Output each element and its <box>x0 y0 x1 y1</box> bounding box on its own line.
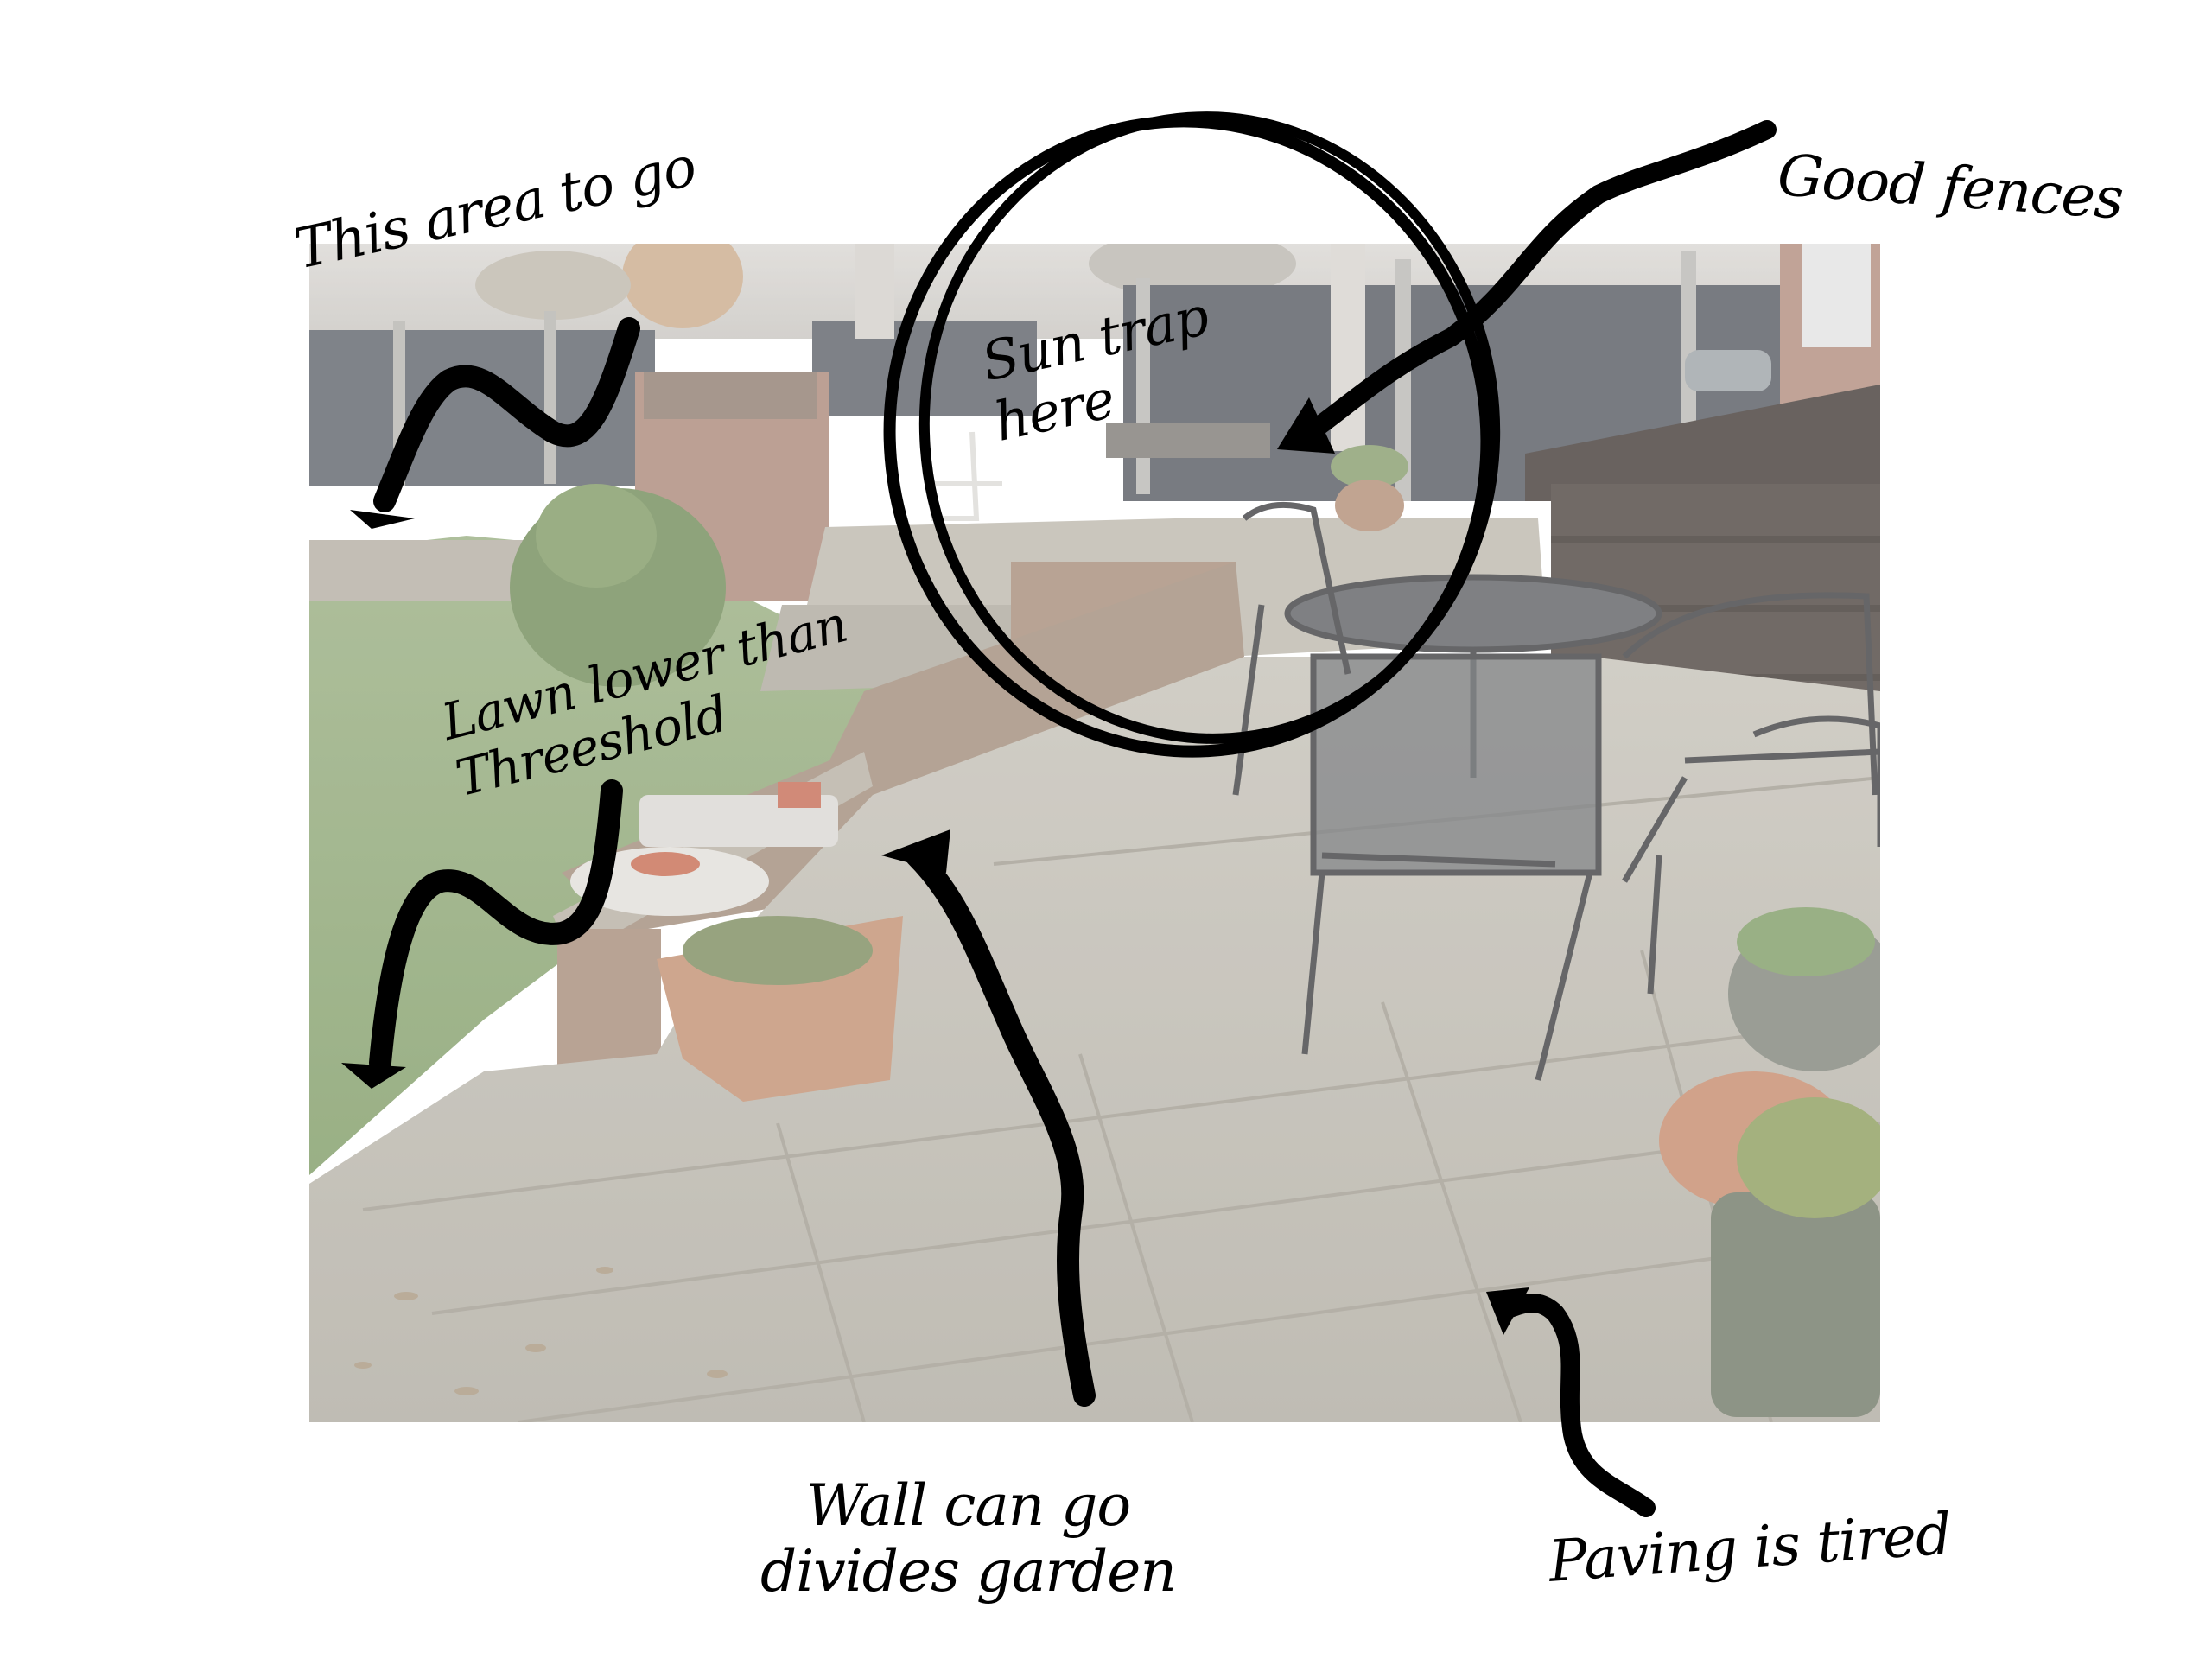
garden-table-and-chairs <box>1232 501 1880 1081</box>
arrowhead-paving <box>1486 1287 1529 1335</box>
arrow-area-to-go <box>373 317 640 512</box>
planters <box>657 480 1880 1417</box>
raised-bed <box>309 540 534 601</box>
shrubs <box>510 445 1408 687</box>
ink-annotations <box>341 111 1777 1517</box>
bench <box>1106 423 1270 458</box>
arrow-good-fences <box>1295 120 1777 446</box>
arrowhead-lawn <box>341 1063 406 1089</box>
note-wall-can-go: Wall can go divides garden <box>760 1472 1177 1605</box>
arrowhead-wall <box>881 830 950 873</box>
arrow-lawn <box>369 779 623 1074</box>
arrowhead-area-to-go <box>350 510 415 529</box>
arrow-paving <box>1498 1294 1656 1517</box>
lawnmower <box>570 782 838 916</box>
fallen-leaves <box>354 1267 728 1395</box>
sun-trap-circle-second-loop <box>918 111 1501 744</box>
arrowhead-good-fences <box>1277 397 1335 454</box>
arrow-wall <box>905 844 1096 1407</box>
